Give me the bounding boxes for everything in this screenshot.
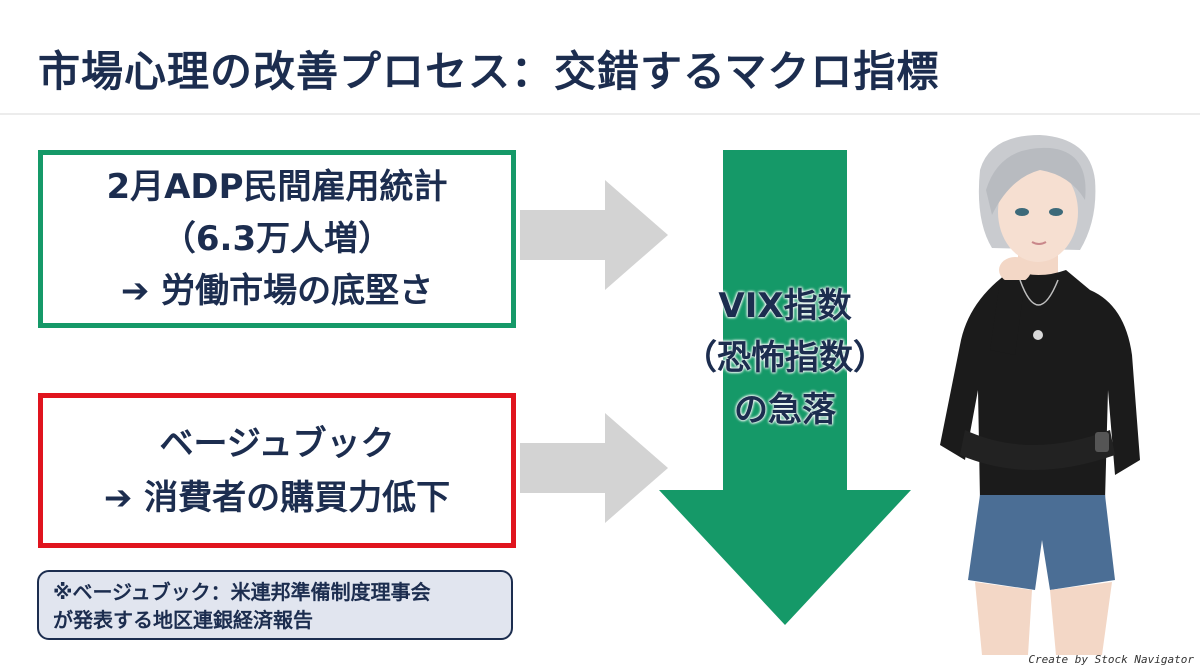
presenter-illustration xyxy=(940,135,1140,655)
gray-arrow-bottom xyxy=(520,413,668,523)
footnote-line-1: ※ベージュブック：米連邦準備制度理事会 xyxy=(53,580,431,604)
employment-box-line-3: ➔ 労働市場の底堅さ xyxy=(120,271,434,311)
footnote-box: ※ベージュブック：米連邦準備制度理事会 が発表する地区連銀経済報告 xyxy=(37,570,513,640)
beige-book-box-line-1: ベージュブック xyxy=(159,423,395,464)
vix-label-line-3: の急落 xyxy=(734,390,836,430)
employment-box-line-2: （6.3万人増） xyxy=(161,219,393,259)
gray-arrow-top xyxy=(520,180,668,290)
title-divider xyxy=(0,113,1200,115)
credit-text: Create by Stock Navigator xyxy=(1028,653,1194,666)
green-down-arrow xyxy=(659,150,911,625)
employment-box-line-1: 2月ADP民間雇用統計 xyxy=(106,167,448,207)
employment-box: 2月ADP民間雇用統計 （6.3万人増） ➔ 労働市場の底堅さ xyxy=(38,150,516,328)
vix-label-line-2: （恐怖指数） xyxy=(683,338,887,378)
beige-book-box-line-2: ➔ 消費者の購買力低下 xyxy=(103,477,451,518)
footnote-line-2: が発表する地区連銀経済報告 xyxy=(53,608,313,632)
beige-book-box: ベージュブック ➔ 消費者の購買力低下 xyxy=(38,393,516,548)
vix-label: VIX指数 （恐怖指数） の急落 xyxy=(670,280,900,436)
vix-label-line-1: VIX指数 xyxy=(718,286,852,326)
page-title: 市場心理の改善プロセス：交錯するマクロ指標 xyxy=(38,47,940,96)
